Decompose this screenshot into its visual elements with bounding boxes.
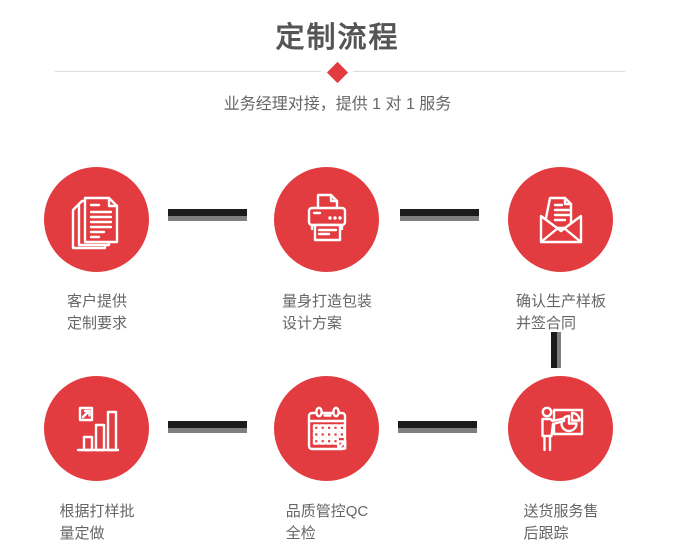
step-label-6: 送货服务售 后跟踪 bbox=[523, 501, 598, 545]
bar-chart-icon bbox=[76, 406, 119, 451]
page-title: 定制流程 bbox=[275, 22, 400, 54]
printer-icon bbox=[307, 193, 346, 241]
step-circle-1 bbox=[44, 167, 149, 272]
connector-line bbox=[400, 209, 479, 221]
step-label-line: 送货服务售 bbox=[523, 503, 599, 520]
documents-icon bbox=[71, 196, 118, 249]
step-circle-6 bbox=[508, 376, 613, 481]
connector-line bbox=[398, 421, 477, 433]
step-label-line: 根据打样批 bbox=[59, 503, 135, 520]
step-label-1: 客户提供 定制要求 bbox=[67, 291, 127, 335]
step-label-4: 根据打样批 量定做 bbox=[59, 501, 134, 545]
connector-line bbox=[168, 421, 247, 433]
diamond-marker bbox=[321, 56, 353, 88]
step-circle-5 bbox=[274, 376, 379, 481]
step-label-line: 量身打造包装 bbox=[281, 293, 373, 310]
step-label-line: 定制要求 bbox=[66, 315, 128, 332]
calendar-icon bbox=[307, 406, 346, 450]
step-label-3: 确认生产样板 并签合同 bbox=[516, 291, 606, 335]
step-label-line: 客户提供 bbox=[66, 293, 128, 310]
step-label-line: 并签合同 bbox=[515, 315, 577, 332]
step-label-line: 确认生产样板 bbox=[515, 293, 607, 310]
presentation-icon bbox=[540, 406, 583, 451]
connector-line-vertical bbox=[551, 332, 561, 368]
step-circle-3 bbox=[508, 167, 613, 272]
step-label-2: 量身打造包装 设计方案 bbox=[282, 291, 372, 335]
step-label-line: 品质管控QC bbox=[285, 503, 369, 520]
step-label-line: 全检 bbox=[285, 525, 316, 542]
step-label-line: 设计方案 bbox=[281, 315, 343, 332]
envelope-icon bbox=[539, 196, 582, 243]
step-circle-4 bbox=[44, 376, 149, 481]
step-circle-2 bbox=[274, 167, 379, 272]
subtitle: 业务经理对接，提供 1 对 1 服务 bbox=[223, 96, 452, 113]
step-label-line: 量定做 bbox=[59, 525, 105, 542]
step-label-line: 后跟踪 bbox=[523, 525, 569, 542]
step-label-5: 品质管控QC 全检 bbox=[286, 501, 369, 545]
connector-line bbox=[168, 209, 247, 221]
diamond-icon bbox=[326, 61, 348, 83]
